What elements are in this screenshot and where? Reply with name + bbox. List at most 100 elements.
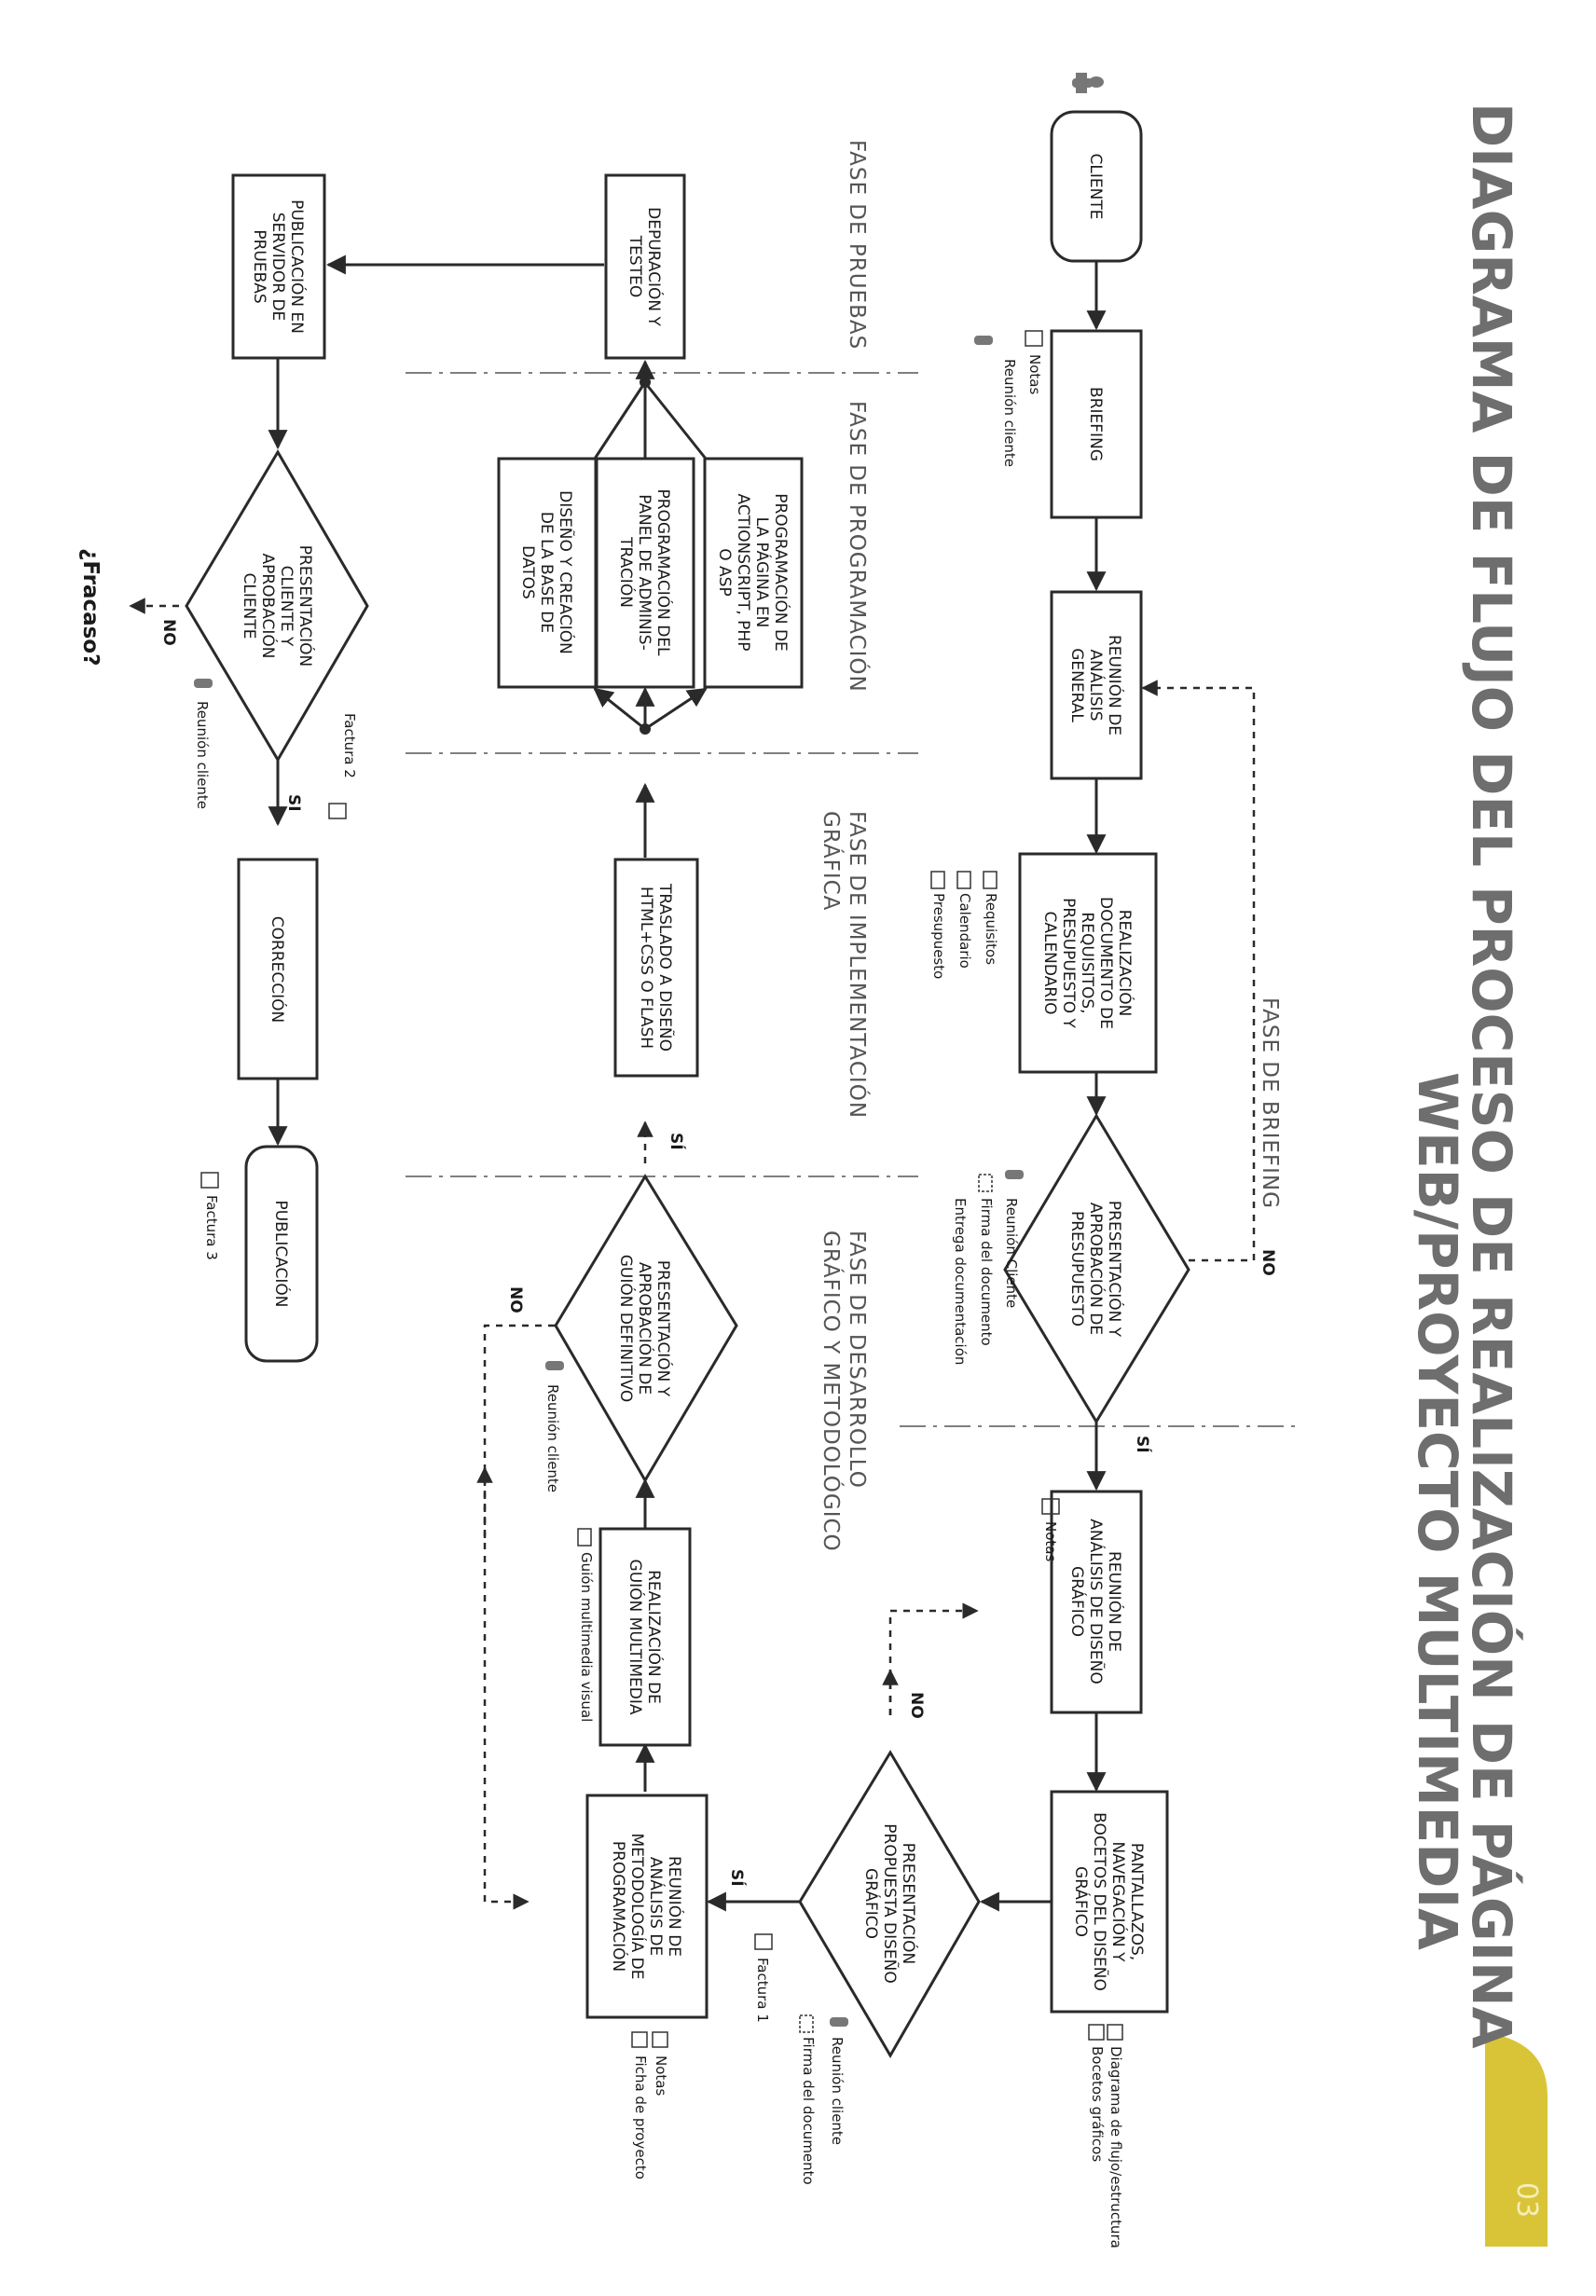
node-label: TRACIÓN — [616, 536, 637, 608]
node-label: GENERAL — [1067, 648, 1086, 722]
node-label: CALENDARIO — [1040, 911, 1059, 1014]
node-label: REUNIÓN DE — [1105, 635, 1125, 736]
node-label: PRESUPUESTO — [1067, 1211, 1086, 1327]
si-label: SÍ — [1133, 1436, 1153, 1453]
node-label: PANEL DE ADMINIS- — [635, 494, 654, 650]
node-label: CLIENTE — [1086, 154, 1105, 220]
prog-pagina-node[interactable] — [703, 457, 804, 689]
node-label: REALIZACIÓN — [1115, 910, 1135, 1017]
node-label: ACTIONSCRIPT, PHP — [734, 494, 752, 652]
presentacion-cliente-node[interactable] — [185, 449, 369, 763]
connectors — [129, 254, 1256, 1912]
fork-node — [640, 723, 651, 735]
reunion-diseno-node[interactable] — [1050, 1490, 1143, 1714]
publicacion-pruebas-node[interactable] — [231, 173, 326, 360]
cliente-node[interactable] — [1050, 110, 1143, 263]
note-label: Firma del documento — [800, 2037, 817, 2185]
node-label: BRIEFING — [1086, 387, 1105, 461]
diseno-bd-node[interactable] — [497, 457, 598, 689]
note-label: Reunión Cliente — [1003, 1198, 1020, 1308]
node-label: NAVEGACIÓN Y — [1108, 1842, 1129, 1963]
note-label: Factura 3 — [203, 1195, 220, 1260]
presentacion-propuesta-node[interactable] — [798, 1750, 981, 2058]
phase-label-desarrollo-2: GRÁFICO Y METODOLÓGICO — [819, 1230, 845, 1552]
join-node — [640, 377, 651, 388]
note-label: Notas — [1042, 1521, 1059, 1561]
note-label: Ficha de proyecto — [632, 2055, 649, 2179]
node-label: ANÁLISIS DE — [646, 1857, 667, 1956]
node-label: PRUEBAS — [250, 229, 268, 303]
note-label: Calendario — [956, 893, 973, 969]
node-label: GUIÓN MULTIMEDIA — [626, 1560, 646, 1715]
note-label: Diagrama de flujo/estructura — [1108, 2046, 1124, 2248]
no-label: NO — [907, 1692, 926, 1719]
node-label: LA PÁGINA EN — [752, 517, 773, 628]
node-label: METODOLOGÍA DE — [627, 1834, 648, 1980]
phase-label-implementacion: FASE DE IMPLEMENTACIÓN — [845, 811, 871, 1119]
correccion-node[interactable] — [237, 858, 319, 1080]
notes-icon — [200, 330, 1123, 2048]
reunion-metodologia-node[interactable] — [585, 1794, 709, 2019]
depuracion-node[interactable] — [604, 173, 686, 360]
phase-label-implementacion-2: GRÁFICA — [819, 811, 845, 911]
note-label: Presupuesto — [930, 893, 947, 979]
phase-label-programacion: FASE DE PROGRAMACIÓN — [845, 401, 871, 693]
si-label: SÍ — [727, 1869, 748, 1887]
page-badge-number: 03 — [1510, 2182, 1543, 2218]
pantallazos-node[interactable] — [1050, 1790, 1169, 2014]
node-label: PROGRAMACIÓN — [609, 1841, 629, 1972]
note-label: Factura 2 — [341, 713, 358, 778]
note-label: Entrega documentación — [952, 1198, 969, 1365]
realizacion-doc-node[interactable] — [1018, 852, 1158, 1074]
node-label: TESTEO — [626, 235, 644, 297]
fracaso-label: ¿Fracaso? — [78, 548, 103, 666]
realizacion-guion-node[interactable] — [598, 1527, 692, 1747]
node-label: DISEÑO Y CREACIÓN — [556, 490, 576, 654]
node-label: REUNIÓN DE — [1105, 1551, 1125, 1652]
presentacion-guion-node[interactable] — [554, 1174, 738, 1483]
publicacion-node[interactable] — [244, 1145, 319, 1363]
note-label: Requisitos — [983, 893, 999, 965]
node-label: PUBLICACIÓN — [271, 1200, 292, 1307]
phase-label-desarrollo: FASE DE DESARROLLO — [845, 1230, 869, 1489]
node-label: ANÁLISIS — [1086, 649, 1107, 721]
phase-label-briefing: FASE DE BRIEFING — [1258, 997, 1282, 1209]
node-label: REALIZACIÓN DE — [644, 1570, 665, 1704]
node-label: GRÁFICO — [861, 1868, 882, 1939]
node-label: SERVIDOR DE — [268, 213, 287, 322]
node-label: PUBLICACIÓN EN — [287, 199, 308, 334]
note-label: Bocetos gráficos — [1089, 2046, 1106, 2162]
note-label: Reunión cliente — [829, 2037, 846, 2145]
node-label: DOCUMENTO DE — [1096, 897, 1115, 1029]
note-label: Notas — [1026, 354, 1043, 394]
node-label: PANTALLAZOS, — [1127, 1843, 1146, 1960]
reunion-analisis-node[interactable] — [1050, 590, 1143, 780]
note-label: Reunión cliente — [194, 701, 211, 809]
node-label: REUNIÓN DE — [665, 1856, 685, 1957]
node-label: CORRECCIÓN — [268, 916, 288, 1023]
note-label: Reunión cliente — [1001, 359, 1018, 467]
note-label: Factura 1 — [754, 1958, 771, 2023]
node-label: CLIENTE — [240, 573, 258, 639]
note-label: Notas — [653, 2055, 669, 2096]
node-label: PRESENTACIÓN — [899, 1843, 919, 1964]
presentacion-presupuesto-node[interactable] — [1003, 1113, 1190, 1424]
person-icon — [1072, 73, 1104, 93]
no-label: NO — [159, 619, 178, 646]
node-label: TRASLADO A DISEÑO — [655, 883, 676, 1052]
node-label: O ASP — [715, 548, 734, 596]
person-icon — [194, 336, 1024, 2027]
briefing-node[interactable] — [1050, 329, 1143, 519]
node-label: PROPUESTA DISEÑO — [880, 1823, 901, 1984]
node-label: APROBACIÓN DE — [1086, 1203, 1107, 1335]
node-label: ANÁLISIS DE DISEÑO — [1086, 1519, 1107, 1684]
no-label: NO — [1259, 1249, 1277, 1276]
node-label: PROGRAMACIÓN DE — [771, 493, 791, 652]
no-label: NO — [506, 1286, 525, 1313]
diagram-title: DIAGRAMA DE FLUJO DEL PROCESO DE REALIZA… — [1460, 103, 1524, 2049]
traslado-node[interactable] — [613, 858, 699, 1078]
node-label: PROGRAMACIÓN DEL — [654, 488, 674, 656]
si-label: SI — [284, 794, 303, 812]
page-badge-shape — [1485, 2032, 1548, 2247]
